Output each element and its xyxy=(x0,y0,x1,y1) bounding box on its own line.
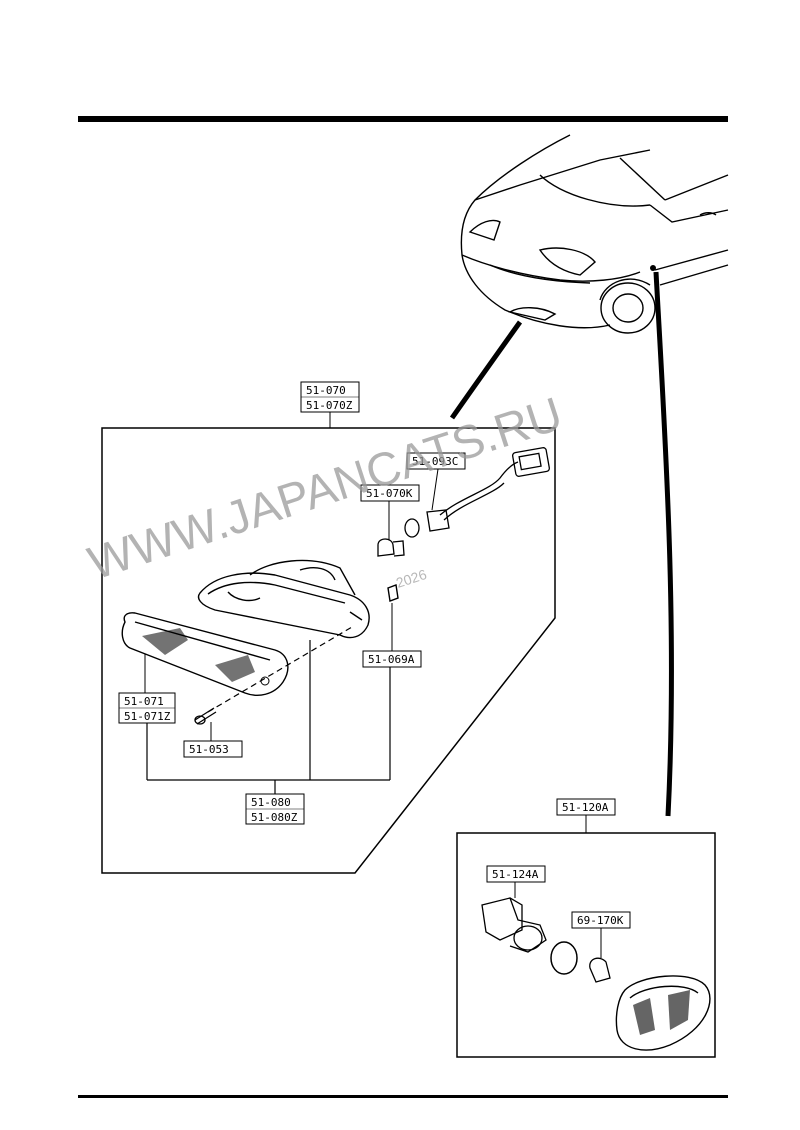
label-51-069A: 51-069A xyxy=(362,650,422,668)
watermark-site: WWW.JAPANCATS.RU xyxy=(82,386,569,589)
bottom-rule xyxy=(78,1095,728,1098)
front-lamp-pointer xyxy=(449,320,523,420)
part-number-51-053: 51-053 xyxy=(189,743,229,756)
part-number-69-170K: 69-170K xyxy=(577,914,624,927)
label-51-080: 51-080 51-080Z xyxy=(245,793,305,825)
label-51-071: 51-071 51-071Z xyxy=(118,692,176,724)
bulb-69-170K xyxy=(589,957,611,983)
label-51-070K: 51-070K xyxy=(360,484,420,502)
assembly-line xyxy=(207,626,353,713)
label-51-093C: 51-093C xyxy=(406,452,466,470)
part-number-51-120A: 51-120A xyxy=(562,801,609,814)
side-marker-location xyxy=(650,265,656,271)
label-51-070: 51-070 51-070Z xyxy=(300,381,360,413)
lens-texture xyxy=(142,628,255,682)
label-51-053: 51-053 xyxy=(183,740,243,758)
car-illustration xyxy=(460,134,729,334)
lamp-lens xyxy=(121,612,289,696)
watermark-year: 2026 xyxy=(394,566,429,591)
label-69-170K: 69-170K xyxy=(571,911,631,929)
side-marker-texture xyxy=(633,990,690,1035)
side-marker-lens xyxy=(615,975,711,1051)
o-ring xyxy=(550,941,578,975)
part-number-51-070: 51-070 xyxy=(306,384,346,397)
front-lamp-panel xyxy=(101,427,556,874)
part-number-51-080: 51-080 xyxy=(251,796,291,809)
part-number-51-093C: 51-093C xyxy=(412,455,458,468)
part-number-51-071: 51-071 xyxy=(124,695,164,708)
label-51-120A: 51-120A xyxy=(556,798,616,816)
screw-51-053 xyxy=(194,707,217,725)
part-number-51-070K: 51-070K xyxy=(366,487,413,500)
label-51-124A: 51-124A xyxy=(486,865,546,883)
socket-harness xyxy=(404,447,551,538)
bulb-51-070K xyxy=(377,538,405,557)
part-number-51-069A: 51-069A xyxy=(368,653,415,666)
part-number-51-124A: 51-124A xyxy=(492,868,539,881)
top-rule xyxy=(78,116,728,122)
socket-51-124A xyxy=(481,897,547,953)
side-marker-pointer xyxy=(653,271,674,817)
lamp-housing xyxy=(197,559,399,639)
part-number-51-080Z: 51-080Z xyxy=(251,811,298,824)
part-number-51-071Z: 51-071Z xyxy=(124,710,171,723)
assembly-bracket xyxy=(146,640,391,794)
part-number-51-070Z: 51-070Z xyxy=(306,399,353,412)
